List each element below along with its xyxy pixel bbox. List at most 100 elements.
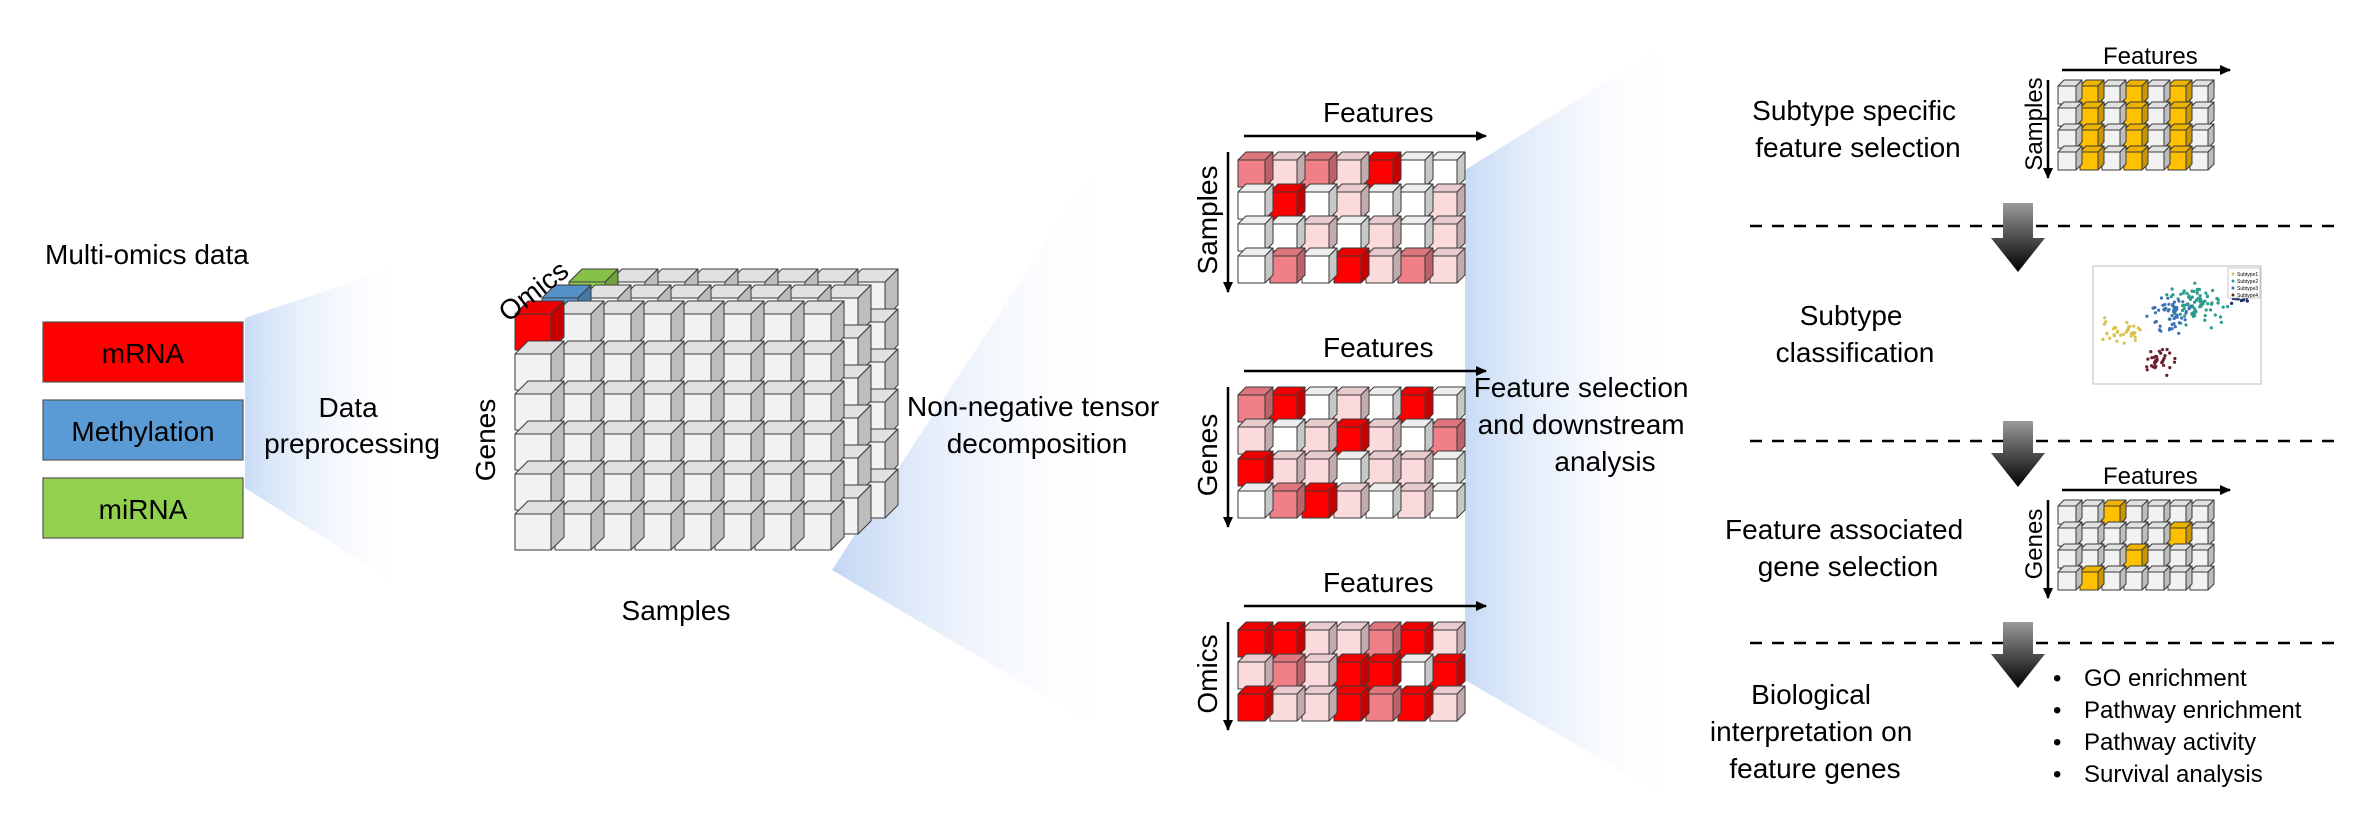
matrix-cell — [1269, 151, 1306, 188]
scatter-point — [2160, 348, 2165, 352]
matrix-cell — [1397, 215, 1434, 252]
matrix-cell — [2167, 521, 2193, 547]
matrix-cell — [1333, 215, 1370, 252]
scatter-point — [2165, 347, 2169, 352]
scatter-point — [2179, 292, 2183, 296]
matrix-cell — [1237, 450, 1274, 487]
scatter-point — [2119, 333, 2123, 337]
matrix-cell — [1301, 386, 1338, 423]
matrix-cell — [1237, 685, 1274, 722]
matrix-cell — [1301, 685, 1338, 722]
features-label: Features — [2103, 43, 2198, 70]
scatter-point — [2154, 364, 2158, 369]
scatter-point — [2112, 333, 2116, 337]
matrix-cell — [1397, 450, 1434, 487]
scatter-point — [2198, 299, 2202, 303]
svg-text:Pathway enrichment: Pathway enrichment — [2084, 697, 2302, 724]
scatter-point — [2198, 294, 2202, 298]
downstream-label: Feature selection and downstream analysi… — [1474, 372, 1697, 477]
matrix-cell — [1269, 183, 1306, 220]
matrix-cell — [1269, 418, 1306, 455]
scatter-point — [2218, 315, 2223, 319]
matrix-cell — [1237, 386, 1274, 423]
matrix-cell — [1333, 151, 1370, 188]
matrix-cell — [2189, 101, 2215, 127]
scatter-point — [2205, 295, 2209, 299]
scatter-point — [2211, 288, 2215, 293]
interpretation-bullets: • GO enrichment • Pathway enrichment • P… — [2053, 665, 2302, 788]
matrix-cell — [2123, 565, 2149, 591]
svg-text:GO enrichment: GO enrichment — [2084, 665, 2247, 692]
decomposition-label: Non-negative tensor decomposition — [907, 391, 1167, 459]
legend-marker — [2231, 293, 2235, 297]
scatter-point — [2173, 325, 2177, 329]
omics-box-mrna — [42, 321, 244, 383]
matrix-cell — [2123, 521, 2149, 547]
matrix-cell — [1365, 621, 1402, 658]
matrix-cell — [1333, 450, 1370, 487]
scatter-point — [2145, 314, 2149, 318]
features-label: Features — [1323, 567, 1434, 598]
scatter-point — [2155, 357, 2159, 362]
scatter-point — [2168, 366, 2172, 370]
scatter-point — [2181, 300, 2185, 304]
matrix-cell — [1429, 482, 1466, 519]
matrix-cell — [1429, 183, 1466, 220]
legend-label: Subtype3 — [2237, 286, 2258, 292]
features-label: Features — [2103, 463, 2198, 490]
matrix-cell — [2167, 123, 2193, 149]
matrix-cell — [2101, 521, 2127, 547]
subtype-feature-label: Subtype specific feature selection — [1752, 95, 1964, 163]
matrix-cell — [2123, 543, 2149, 569]
matrix-cell — [1269, 482, 1306, 519]
omics-box-label: Methylation — [71, 416, 214, 447]
matrix-cell — [2189, 123, 2215, 149]
scatter-point — [2129, 334, 2133, 338]
matrix-cell — [2145, 79, 2171, 105]
svg-text:•: • — [2053, 697, 2061, 724]
scatter-point — [2175, 313, 2179, 317]
tensor-axis-samples: Samples — [622, 595, 731, 626]
scatter-point — [2166, 296, 2170, 300]
matrix-cell — [1333, 685, 1370, 722]
scatter-point — [2209, 326, 2213, 330]
matrix-cell — [2167, 145, 2193, 171]
matrix-cell — [2189, 499, 2215, 525]
scatter-point — [2133, 338, 2137, 342]
scatter-point — [2219, 320, 2223, 324]
matrix-cell — [1269, 621, 1306, 658]
scatter-point — [2145, 365, 2149, 369]
matrix-cell — [1237, 653, 1274, 690]
tensor-cube — [554, 500, 605, 551]
matrix-cell — [1333, 482, 1370, 519]
matrix-cell — [2057, 79, 2083, 105]
scatter-point — [2177, 331, 2181, 335]
matrix-cell — [1429, 151, 1466, 188]
gene-selection-label: Feature associated gene selection — [1725, 514, 1971, 582]
scatter-point — [2195, 291, 2199, 295]
legend-label: Subtype2 — [2237, 279, 2258, 285]
matrix-cell — [1365, 215, 1402, 252]
scatter-point — [2173, 356, 2177, 361]
matrix-cell — [1429, 685, 1466, 722]
scatter-point — [2122, 341, 2126, 345]
matrix-cell — [1333, 418, 1370, 455]
scatter-point — [2195, 288, 2199, 292]
scatter-point — [2221, 305, 2225, 309]
scatter-point — [2101, 337, 2105, 341]
side-axis-label: Genes — [2021, 509, 2048, 580]
matrix-cell — [2145, 543, 2171, 569]
matrix-cell — [2145, 101, 2171, 127]
matrix-cell — [1237, 418, 1274, 455]
tensor-cube — [754, 500, 805, 551]
matrix-cell — [2079, 565, 2105, 591]
legend-label: Subtype1 — [2237, 272, 2258, 278]
matrix-cell — [1365, 151, 1402, 188]
matrix-cell — [2101, 543, 2127, 569]
scatter-point — [2154, 319, 2158, 324]
matrix-cell — [1301, 418, 1338, 455]
scatter-point — [2124, 330, 2128, 334]
matrix-cell — [2145, 565, 2171, 591]
